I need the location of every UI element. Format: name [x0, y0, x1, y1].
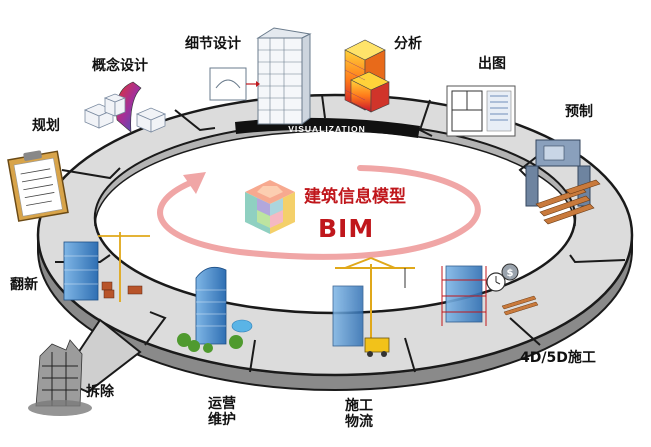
operation-building-icon	[177, 266, 253, 353]
demolition-icon	[28, 339, 92, 416]
analysis-building-icon	[344, 39, 390, 113]
stage-label-demolition: 拆除	[86, 384, 114, 400]
cycle-arrow	[157, 165, 481, 260]
construction-cost-icon: $	[441, 263, 539, 326]
stage-label-construction: 4D/5D施工	[520, 350, 596, 366]
cycle-arrow-path	[157, 165, 481, 260]
floor-plan-icon	[446, 85, 516, 137]
stage-label-logistics-line1: 施工	[345, 398, 373, 414]
stage-label-operation-line2: 维护	[208, 412, 236, 429]
clipboard-icon	[7, 150, 69, 222]
bim-cube-logo	[245, 180, 295, 234]
tower-crane-icon	[332, 257, 415, 357]
stage-label-concept: 概念设计	[92, 58, 148, 74]
stage-label-operation: 运营 维护	[208, 396, 236, 428]
stage-label-analysis: 分析	[394, 36, 422, 52]
wireframe-building-icon	[209, 27, 312, 125]
stage-label-prefab: 预制	[565, 104, 593, 120]
stage-label-logistics-line2: 物流	[345, 414, 373, 431]
prefab-machine-icon	[525, 139, 601, 225]
stage-label-drawings: 出图	[478, 56, 506, 72]
visualization-label: VISUALIZATION	[288, 124, 366, 134]
stage-label-logistics: 施工 物流	[345, 398, 373, 430]
ring-dividers	[55, 94, 626, 373]
cycle-arrowhead	[183, 172, 206, 194]
stage-label-renovation: 翻新	[10, 277, 38, 293]
renovation-crane-icon	[63, 232, 150, 302]
svg-text:$: $	[507, 268, 514, 279]
stage-label-planning: 规划	[32, 118, 60, 134]
center-abbr: BIM	[318, 214, 375, 243]
center-title: 建筑信息模型	[304, 187, 406, 207]
concept-massing-icon	[83, 81, 167, 133]
stage-label-detail: 细节设计	[185, 36, 241, 52]
ring-side-inner	[94, 122, 576, 227]
stage-label-operation-line1: 运营	[208, 396, 236, 412]
